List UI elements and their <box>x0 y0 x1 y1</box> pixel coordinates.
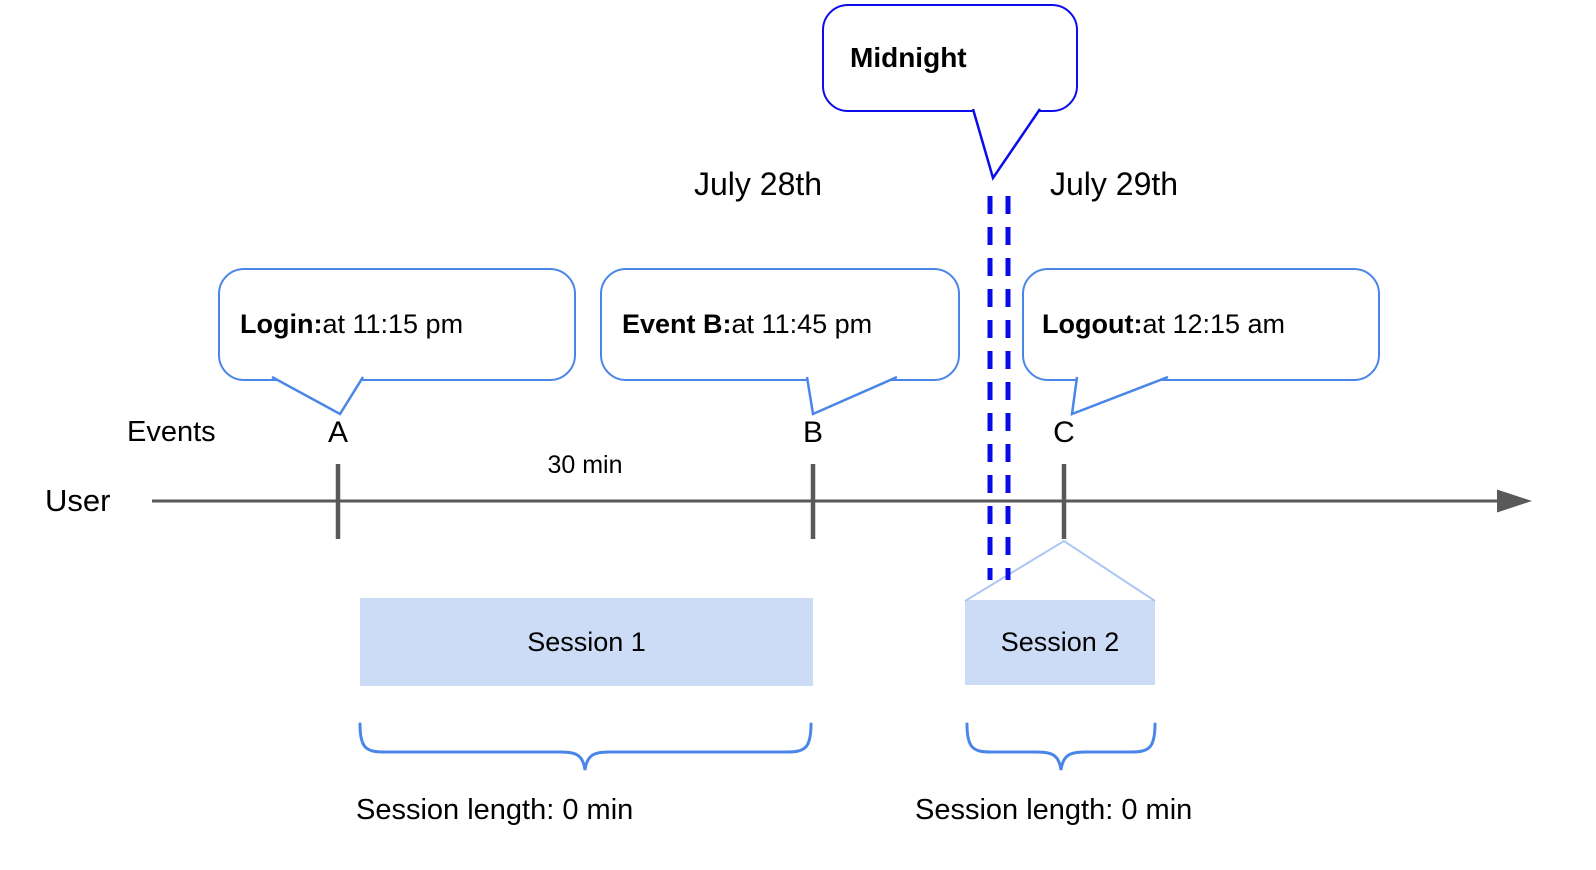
session-1-length-label: Session length: 0 min <box>356 794 634 826</box>
logout-callout-detail: at 12:15 am <box>1142 309 1286 339</box>
event-b-callout-label: Event B: <box>622 309 732 339</box>
session-2-brace <box>965 722 1157 771</box>
midnight-callout-label: Midnight <box>850 42 967 73</box>
login-callout: Login: at 11:15 pm <box>218 268 576 381</box>
event-b-callout: Event B: at 11:45 pm <box>600 268 960 381</box>
events-row-label: Events <box>127 416 216 448</box>
event-marker-a: A <box>327 416 348 449</box>
event-b-callout-detail: at 11:45 pm <box>731 309 873 339</box>
session-2-box: Session 2 <box>965 600 1155 685</box>
login-callout-detail: at 11:15 pm <box>322 309 464 339</box>
session-1-label: Session 1 <box>527 626 646 657</box>
date-label-july-29: July 29th <box>1050 166 1179 202</box>
logout-callout: Logout: at 12:15 am <box>1022 268 1380 381</box>
event-marker-b: B <box>802 416 823 449</box>
login-callout-label: Login: <box>240 309 323 339</box>
user-axis-label: User <box>45 483 111 518</box>
session-1-brace <box>358 722 813 771</box>
midnight-callout-tail <box>971 108 1042 181</box>
interval-label-30min: 30 min <box>547 451 623 479</box>
timeline-arrowhead-icon <box>1497 489 1532 513</box>
event-b-callout-tail <box>805 375 898 416</box>
event-marker-c: C <box>1053 416 1075 449</box>
logout-callout-tail <box>1070 375 1169 416</box>
logout-callout-label: Logout: <box>1042 309 1143 339</box>
session-2-label: Session 2 <box>1000 627 1120 657</box>
session-2-length-label: Session length: 0 min <box>915 794 1193 826</box>
session-2-connector-lines <box>964 539 1156 602</box>
session-1-box: Session 1 <box>360 598 813 686</box>
midnight-callout: Midnight <box>822 4 1078 112</box>
login-callout-tail <box>271 375 365 416</box>
date-label-july-28: July 28th <box>694 166 823 202</box>
